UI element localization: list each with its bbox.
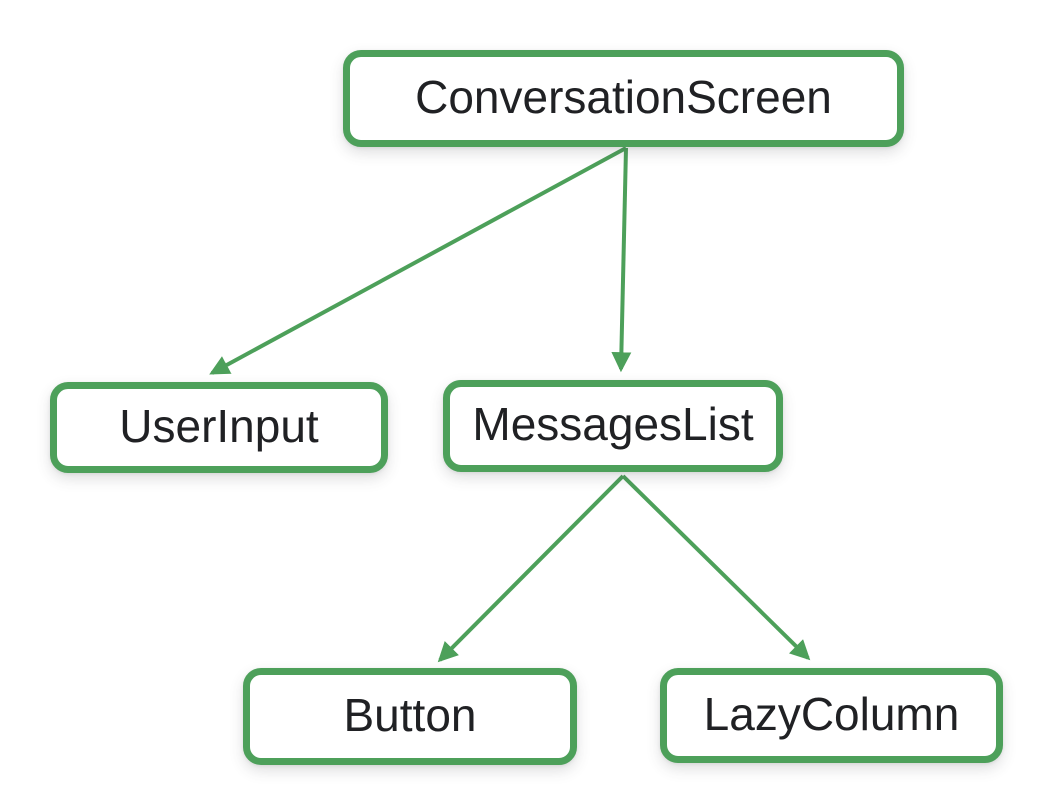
node-button: Button	[243, 668, 577, 765]
edge-messageslist-lazycolumn	[621, 474, 811, 661]
node-user-input: UserInput	[50, 382, 388, 473]
edge-conversationscreen-userinput	[209, 146, 627, 375]
edge-messageslist-button	[437, 474, 625, 663]
node-conversation-screen: ConversationScreen	[343, 50, 904, 147]
node-label: Button	[343, 688, 477, 741]
node-label: ConversationScreen	[415, 70, 832, 123]
node-label: UserInput	[119, 399, 319, 452]
node-messages-list: MessagesList	[443, 380, 783, 472]
node-lazy-column: LazyColumn	[660, 668, 1003, 763]
edge-conversationscreen-messageslist	[611, 147, 632, 373]
node-label: MessagesList	[472, 398, 754, 450]
node-label: LazyColumn	[703, 687, 960, 740]
